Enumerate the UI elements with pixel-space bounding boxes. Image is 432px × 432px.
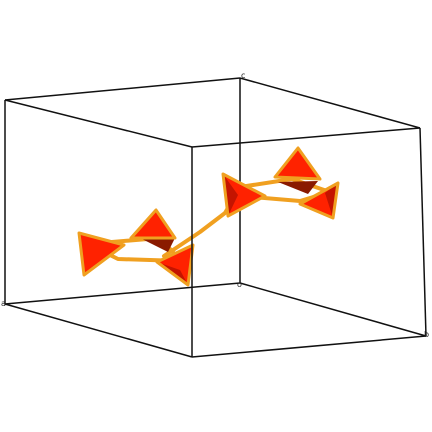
cell-edge (419, 127, 427, 337)
cell-edge (4, 99, 193, 148)
axis-label-a: a (1, 299, 6, 308)
tetrahedron (155, 243, 195, 287)
tetrahedron (298, 181, 340, 220)
cell-edge (4, 282, 241, 305)
tetrahedron (77, 231, 126, 277)
unit-cell (4, 77, 427, 337)
cell-edge (239, 77, 421, 129)
axis-label-origin: o (237, 280, 242, 289)
tetrahedra (77, 146, 340, 287)
tetrahedron (221, 172, 267, 218)
tetrahedron (273, 146, 322, 194)
tetrahedron (129, 208, 177, 252)
axis-label-b: b (424, 330, 429, 339)
cell-edge (4, 77, 241, 101)
axis-labels: c o a b (1, 71, 429, 339)
cell-edge (191, 335, 427, 358)
cell-edge (239, 282, 427, 337)
bond-network (86, 177, 332, 263)
cell-edge (4, 303, 193, 358)
cell-edge (191, 127, 421, 148)
unit-cell-front (4, 99, 427, 358)
axis-label-c: c (241, 71, 245, 80)
